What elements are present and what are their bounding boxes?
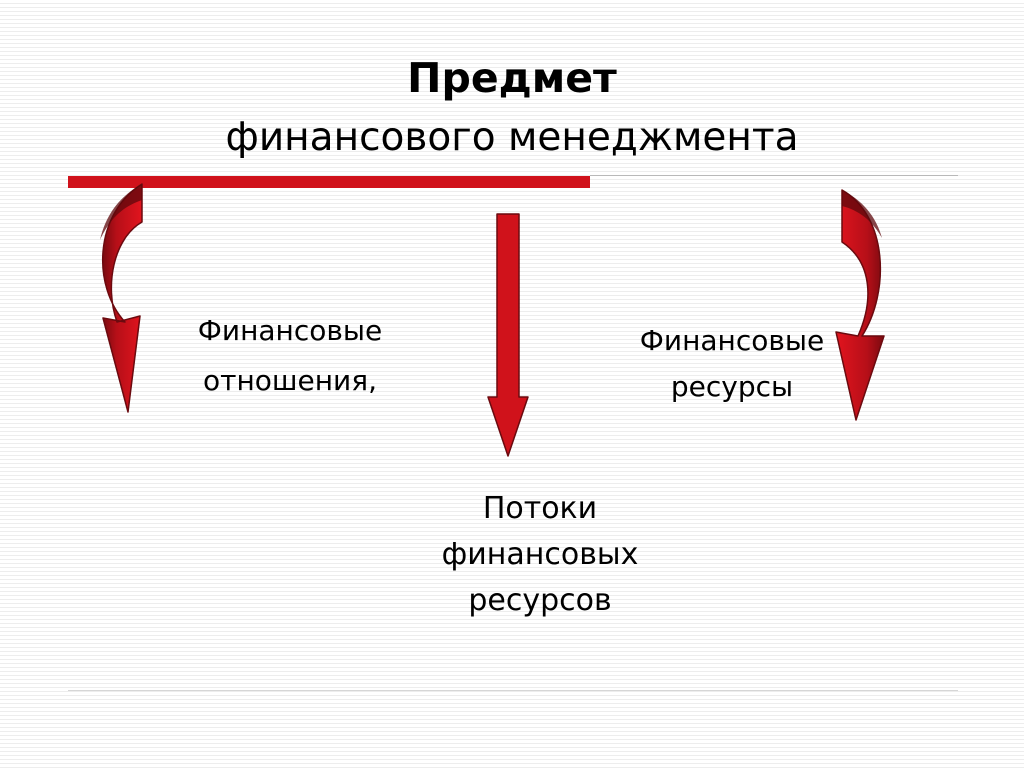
- label-line: отношения,: [203, 364, 377, 397]
- label-line: ресурсы: [670, 370, 794, 403]
- label-resource-flows: Потоки финансовых ресурсов: [390, 486, 690, 624]
- slide-title-line-2: финансового менеджмента: [225, 115, 799, 160]
- title-underline-gray: [590, 175, 958, 176]
- label-line: Потоки: [482, 491, 598, 526]
- label-financial-relations: Финансовые отношения,: [150, 306, 430, 406]
- label-line: Финансовые: [639, 324, 825, 357]
- slide-title-line-1: Предмет: [0, 52, 1024, 104]
- curved-arrow-down-icon: [835, 189, 885, 421]
- title-underline-red: [68, 176, 590, 188]
- label-line: финансовых: [441, 537, 639, 572]
- down-arrow-icon: [487, 213, 529, 457]
- label-line: Финансовые: [197, 314, 383, 347]
- label-line: ресурсов: [468, 583, 612, 618]
- label-financial-resources: Финансовые ресурсы: [592, 318, 872, 410]
- slide-title-text-1: Предмет: [407, 54, 617, 102]
- curved-arrow-down-icon: [100, 183, 143, 413]
- footer-divider: [68, 690, 958, 691]
